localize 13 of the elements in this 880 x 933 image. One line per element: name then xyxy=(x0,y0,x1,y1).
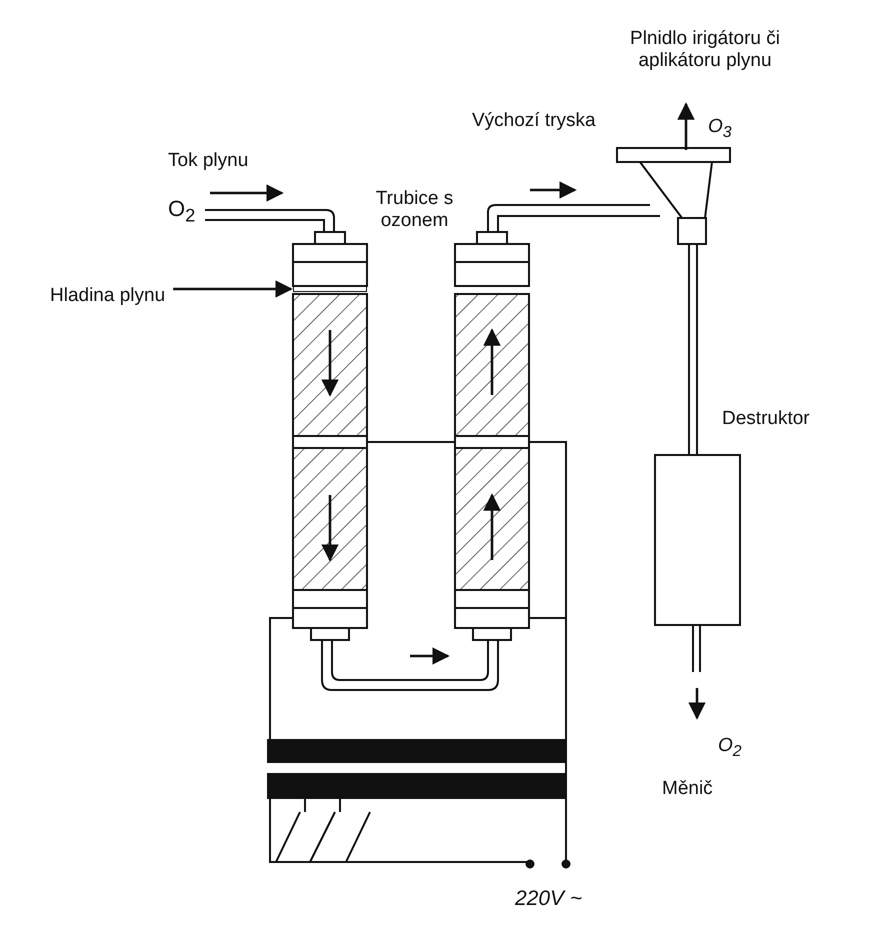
voltage-label: 220V ~ xyxy=(515,888,582,910)
gas-formula: O$_{3}$ xyxy=(708,116,732,143)
device-label: Plnidlo irigátoru či aplikátoru plynu xyxy=(629,28,781,72)
gas-formula: O$_{2}$ xyxy=(168,198,196,226)
leader-line xyxy=(173,280,293,298)
converter-label: Měnič xyxy=(662,778,713,800)
tube-label: Trubice s ozonem xyxy=(374,188,454,232)
gas-formula: O$_{2}$ xyxy=(718,735,742,762)
gas-level-band xyxy=(293,286,367,292)
flow-label: Tok plynu xyxy=(168,150,248,172)
destructor-label: Destruktor xyxy=(722,408,810,430)
callout-label: Hladina plynu xyxy=(50,285,166,307)
nozzle-label: Výchozí tryska xyxy=(472,110,596,132)
